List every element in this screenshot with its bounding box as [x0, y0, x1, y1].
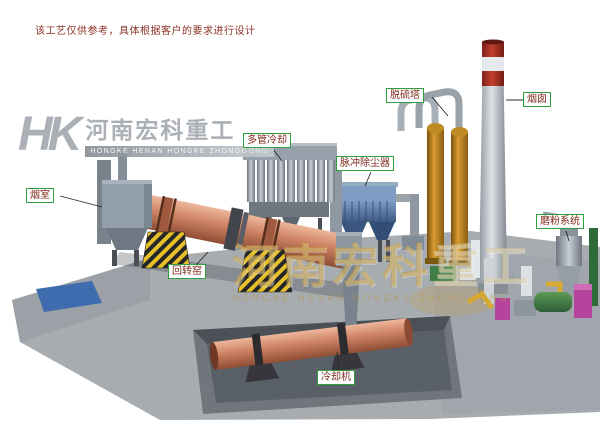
label-cooling-machine: 冷却机 — [317, 370, 355, 385]
desulfurization-towers-graphic — [397, 88, 470, 266]
auxiliary-equipment — [410, 240, 510, 320]
kiln-discharge-housing — [336, 232, 362, 334]
label-multi-tube-cooler: 多管冷却 — [243, 133, 291, 148]
label-pulse-dust-collector: 脉冲除尘器 — [336, 156, 394, 171]
label-chimney: 烟囱 — [523, 92, 551, 107]
smoke-chamber-graphic — [97, 152, 152, 266]
rotary-kiln-graphic — [106, 187, 357, 298]
cooling-machine-graphic — [209, 318, 413, 383]
label-smoke-chamber: 烟室 — [26, 188, 54, 203]
label-rotary-kiln: 回转窑 — [168, 264, 206, 279]
label-grinding-system: 磨粉系统 — [536, 214, 584, 229]
leader-lines — [59, 96, 570, 372]
label-desulfurization-tower: 脱硫塔 — [386, 88, 424, 103]
disclaimer-text: 该工艺仅供参考，具体根据客户的要求进行设计 — [35, 26, 256, 37]
chimney-graphic — [472, 39, 514, 294]
grinding-system-graphic — [514, 211, 598, 318]
